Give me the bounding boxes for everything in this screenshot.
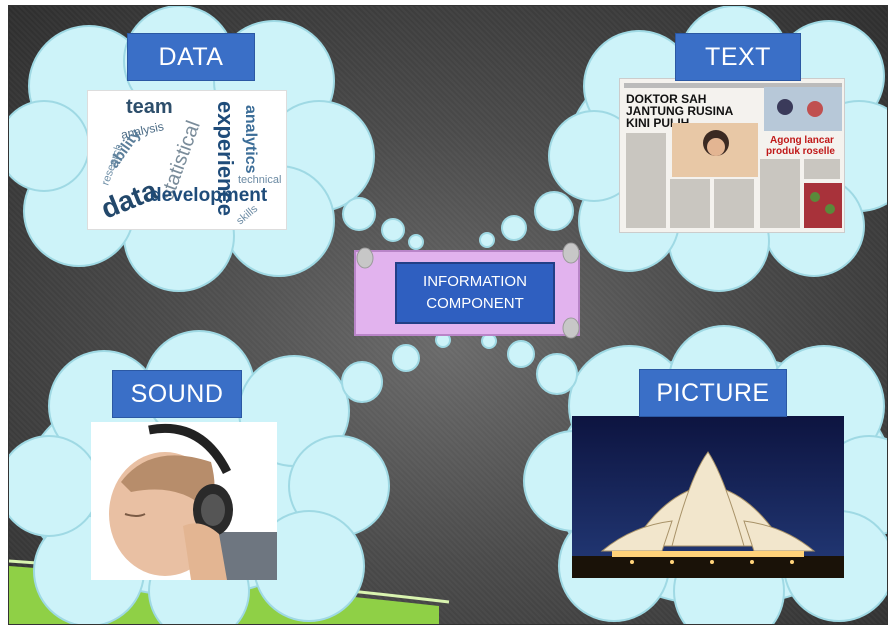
word-team: team bbox=[126, 96, 173, 118]
wordcloud-image: team experience analytics statistical an… bbox=[87, 90, 287, 230]
newspaper-photo-royals bbox=[764, 87, 842, 131]
newspaper-headline-2: JANTUNG RUSINA bbox=[626, 104, 734, 118]
word-development: development bbox=[150, 185, 268, 206]
label-picture: PICTURE bbox=[639, 369, 787, 417]
label-text: TEXT bbox=[675, 33, 801, 81]
information-component-box: INFORMATION COMPONENT bbox=[395, 262, 555, 324]
newspaper-photo-roselle bbox=[804, 183, 842, 228]
newspaper-headline-1: DOKTOR SAH bbox=[626, 92, 706, 106]
slide: team experience analytics statistical an… bbox=[8, 5, 888, 625]
word-technical: technical bbox=[238, 174, 281, 186]
word-experience: experience bbox=[213, 101, 238, 216]
center-line-1: INFORMATION bbox=[423, 273, 527, 290]
headphones-image bbox=[91, 422, 277, 580]
newspaper-subhead-1: Agong lancar bbox=[770, 135, 834, 146]
center-line-2: COMPONENT bbox=[426, 295, 524, 312]
label-sound: SOUND bbox=[112, 370, 242, 418]
label-data: DATA bbox=[127, 33, 255, 81]
newspaper-subhead-2: produk roselle bbox=[766, 146, 835, 157]
thought-bubbles bbox=[341, 191, 578, 403]
newspaper-image: DOKTOR SAH JANTUNG RUSINA KINI PULIH Ago… bbox=[619, 78, 845, 233]
lotus-temple-image bbox=[572, 416, 844, 578]
word-analytics: analytics bbox=[242, 105, 259, 174]
